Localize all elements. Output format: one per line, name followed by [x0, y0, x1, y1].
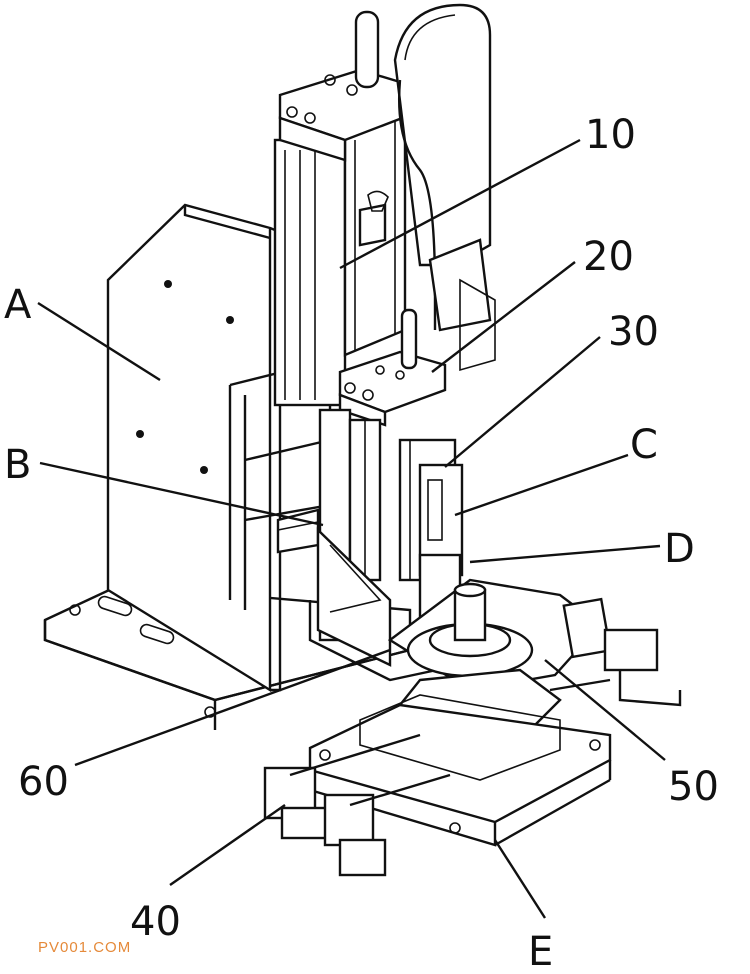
base-plate-e — [308, 694, 612, 847]
label-b: B — [4, 442, 31, 488]
leader-lines — [37, 138, 666, 919]
label-10: 10 — [585, 112, 636, 158]
support-bracket-60 — [308, 527, 461, 682]
label-60: 60 — [18, 759, 69, 805]
cylinder-10 — [273, 10, 412, 407]
label-a: A — [4, 282, 32, 328]
watermark: PV001.COM — [38, 939, 131, 956]
sensors-40 — [263, 733, 451, 877]
label-e: E — [528, 929, 553, 974]
label-c: C — [630, 422, 658, 468]
label-30: 30 — [608, 309, 659, 355]
label-40: 40 — [130, 899, 181, 945]
label-50: 50 — [668, 764, 719, 810]
label-20: 20 — [583, 234, 634, 280]
label-d: D — [664, 526, 695, 572]
